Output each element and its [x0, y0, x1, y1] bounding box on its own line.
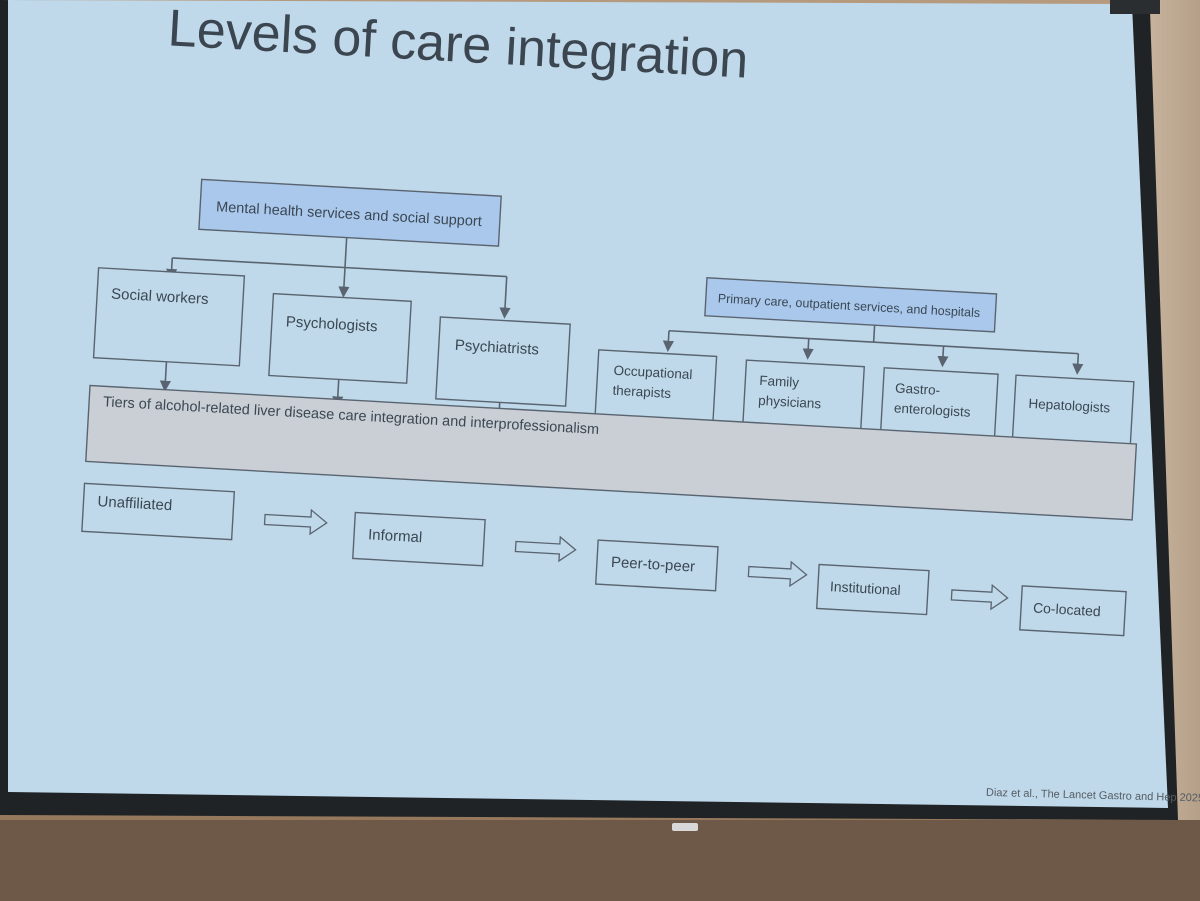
floor — [0, 820, 1200, 901]
tiers-band — [85, 384, 1138, 521]
tier-box-peer-to-peer — [594, 539, 719, 592]
group-box-mental-health — [198, 178, 502, 247]
role-box-psychologists — [268, 292, 412, 384]
role-line-gastro: Gastro- — [895, 380, 941, 397]
tier-box-co-located — [1019, 585, 1127, 637]
group-box-primary-care — [704, 277, 998, 333]
role-box-social-workers — [92, 267, 246, 367]
screen-bracket — [1110, 0, 1160, 14]
tier-arrow-3 — [747, 560, 808, 588]
role-label-family-physicians: Family physicians — [758, 373, 823, 411]
tier-label-institutional: Institutional — [830, 578, 902, 598]
role-line-enterologists: enterologists — [894, 400, 972, 419]
role-label-gastroenterologists: Gastro- enterologists — [894, 380, 973, 419]
tier-arrow-2 — [514, 535, 577, 563]
tier-box-informal — [352, 511, 486, 567]
tier-label-informal: Informal — [368, 526, 423, 546]
tier-label-unaffiliated: Unaffiliated — [97, 493, 173, 514]
role-label-psychologists: Psychologists — [285, 313, 378, 335]
tier-box-institutional — [815, 563, 930, 616]
role-line-occupational: Occupational — [613, 363, 693, 382]
role-box-psychiatrists — [435, 316, 571, 407]
tier-arrow-4 — [950, 583, 1009, 611]
tier-box-unaffiliated — [81, 482, 236, 541]
role-line-therapists: therapists — [612, 383, 672, 401]
tier-arrow-1 — [263, 508, 328, 536]
role-line-physicians: physicians — [758, 393, 822, 412]
role-label-occupational-therapists: Occupational therapists — [612, 363, 696, 403]
screen-latch — [672, 823, 698, 831]
role-label-social-workers: Social workers — [111, 286, 209, 308]
tier-label-co-located: Co-located — [1033, 600, 1101, 620]
slide-content: Levels of care integration Mental — [81, 0, 1138, 637]
role-label-psychiatrists: Psychiatrists — [454, 337, 539, 359]
tier-label-peer-to-peer: Peer-to-peer — [610, 554, 695, 576]
slide-credit: Diaz et al., The Lancet Gastro and Hep 2… — [986, 787, 1200, 805]
role-label-hepatologists: Hepatologists — [1028, 396, 1111, 416]
tier-arrows — [263, 508, 1009, 611]
role-line-family: Family — [759, 373, 800, 390]
